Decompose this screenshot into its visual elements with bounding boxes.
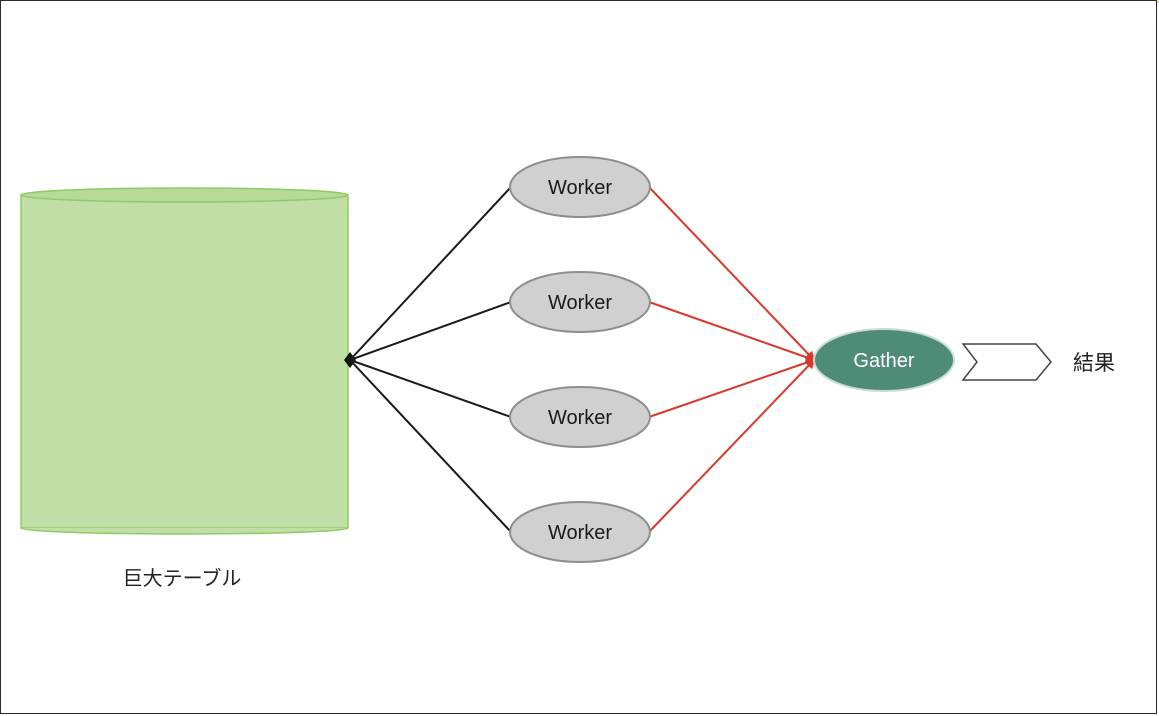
input-edges — [349, 186, 512, 533]
worker-1-shape — [509, 156, 651, 218]
worker-4-shape — [509, 501, 651, 563]
gather-node: Gather — [813, 328, 955, 392]
edge-worker-2-gather — [648, 301, 816, 363]
result-chevron-arrow — [961, 343, 1052, 381]
worker-node-3: Worker — [509, 386, 651, 448]
worker-node-1: Worker — [509, 156, 651, 218]
worker-3-label: Worker — [548, 407, 612, 429]
worker-2-label: Worker — [548, 292, 612, 314]
big-table-bottom — [20, 527, 349, 535]
edge-worker-1-gather — [648, 186, 816, 362]
big-table-cylinder — [20, 187, 349, 535]
result-label: 結果 — [1073, 351, 1115, 375]
edge-worker-3-gather — [648, 357, 816, 418]
worker-node-2: Worker — [509, 271, 651, 333]
gather-label: Gather — [853, 350, 914, 372]
big-table-top — [20, 187, 349, 203]
worker-1-label: Worker — [548, 177, 612, 199]
edge-table-worker-1 — [349, 186, 512, 361]
edge-table-worker-2 — [349, 301, 512, 361]
worker-2-shape — [509, 271, 651, 333]
worker-4-label: Worker — [548, 522, 612, 544]
edge-table-worker-3 — [349, 359, 512, 418]
output-edges — [648, 186, 816, 533]
edge-worker-4-gather — [648, 358, 816, 533]
gather-shape — [813, 328, 955, 392]
edge-table-worker-4 — [349, 359, 512, 533]
worker-node-4: Worker — [509, 501, 651, 563]
big-table-body — [20, 194, 349, 529]
worker-3-shape — [509, 386, 651, 448]
big-table-label: 巨大テーブル — [123, 566, 242, 590]
